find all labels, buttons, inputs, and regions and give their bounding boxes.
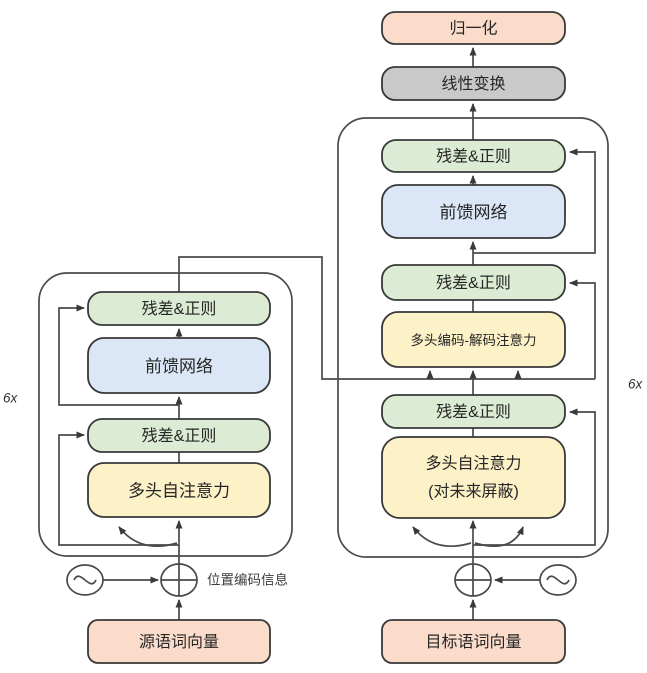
input-embeddings: 源语词向量 目标语词向量 xyxy=(87,619,566,664)
decoder-wires xyxy=(412,47,596,620)
dec-masked-attention-label-line1: 多头自注意力 xyxy=(425,454,521,473)
enc-self-attention-box xyxy=(87,462,271,518)
dec-qkv-split-curve-right xyxy=(474,526,524,547)
encoder-wires xyxy=(58,256,595,620)
dec-residual-loop-top xyxy=(473,148,596,254)
encoder-stack: 残差&正则 前馈网络 残差&正则 多头自注意力 6x xyxy=(3,291,271,518)
enc-sine-generator-icon xyxy=(66,564,104,596)
target-embedding-box xyxy=(381,619,566,664)
enc-add-icon xyxy=(160,563,198,597)
dec-residual-norm-mid-box xyxy=(381,264,566,301)
dec-ffn-box xyxy=(381,184,566,239)
encoder-stack-frame xyxy=(38,272,293,557)
positional-encoding-row: 位置编码信息 xyxy=(66,563,577,597)
positional-encoding-label: 位置编码信息 xyxy=(207,572,288,588)
source-embedding-box xyxy=(87,619,271,664)
source-embedding-label: 源语词向量 xyxy=(139,633,219,651)
encoder-repeat-label: 6x xyxy=(3,391,19,406)
dec-masked-attention-label-line2: (对未来屏蔽) xyxy=(428,483,519,501)
dec-residual-norm-bottom-box xyxy=(381,394,566,429)
enc-residual-norm-top-label: 残差&正则 xyxy=(142,300,217,318)
decoder-stack: 残差&正则 前馈网络 残差&正则 多头编码-解码注意力 残差&正则 多头自注意力… xyxy=(381,139,644,519)
dec-residual-norm-bottom-label: 残差&正则 xyxy=(436,403,511,421)
dec-sine-generator-icon xyxy=(539,564,577,596)
dec-masked-attention-box xyxy=(381,436,566,519)
linear-box xyxy=(381,66,566,101)
enc-residual-loop-top xyxy=(58,304,179,406)
normalize-box xyxy=(381,11,566,45)
linear-label: 线性变换 xyxy=(441,75,505,93)
enc-self-attention-label: 多头自注意力 xyxy=(128,482,230,501)
enc-residual-norm-bottom-label: 残差&正则 xyxy=(142,427,217,445)
enc-residual-loop-bottom xyxy=(58,431,179,546)
normalize-label: 归一化 xyxy=(449,20,497,38)
dec-add-icon xyxy=(454,563,492,597)
dec-qkv-split-curve-left xyxy=(412,526,472,547)
dec-residual-loop-bottom xyxy=(473,408,596,546)
target-embedding-label: 目标语词向量 xyxy=(425,633,521,651)
dec-residual-norm-top-label: 残差&正则 xyxy=(436,148,511,166)
enc-ffn-box xyxy=(87,337,271,394)
output-head: 归一化 线性变换 xyxy=(381,11,566,101)
enc-ffn-label: 前馈网络 xyxy=(145,357,213,376)
dec-enc-dec-attention-box xyxy=(381,311,566,368)
encoder-to-decoder-wire xyxy=(178,256,595,380)
dec-residual-norm-top-box xyxy=(381,139,566,173)
dec-residual-loop-mid xyxy=(569,279,596,379)
decoder-repeat-label: 6x xyxy=(628,377,644,392)
enc-qkv-split-curve xyxy=(118,526,178,547)
dec-residual-norm-mid-label: 残差&正则 xyxy=(436,274,511,292)
enc-residual-norm-bottom-box xyxy=(87,418,271,453)
enc-residual-norm-top-box xyxy=(87,291,271,326)
dec-ffn-label: 前馈网络 xyxy=(440,203,508,222)
dec-enc-dec-attention-label: 多头编码-解码注意力 xyxy=(411,332,537,348)
decoder-stack-frame xyxy=(337,117,609,558)
